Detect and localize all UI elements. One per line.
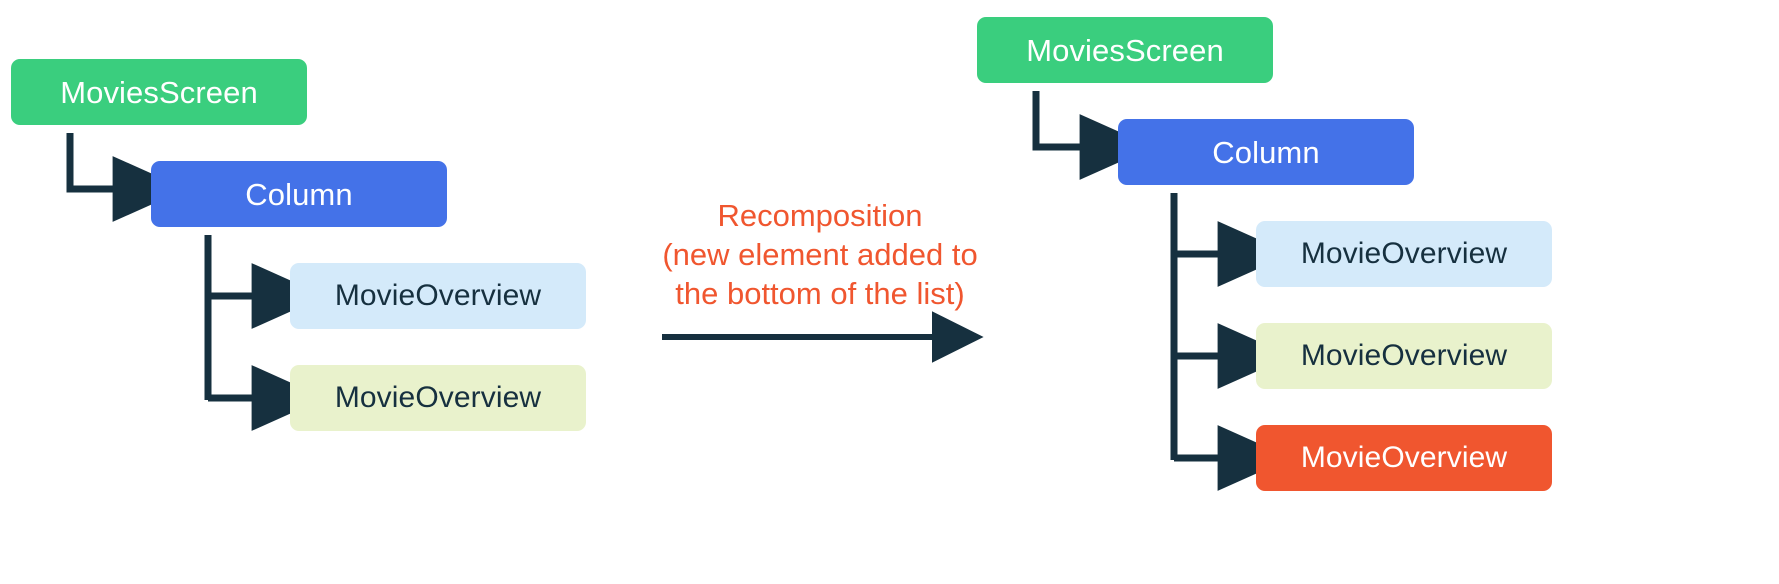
after-node-movie-overview-3-label: MovieOverview <box>1300 441 1508 474</box>
connector-left-screen-to-column <box>66 133 187 222</box>
before-node-column-label: Column <box>245 176 353 212</box>
after-node-column[interactable]: Column <box>1118 119 1414 185</box>
before-node-movie-overview-1-label: MovieOverview <box>334 279 542 312</box>
before-node-movie-overview-1[interactable]: MovieOverview <box>290 263 586 329</box>
recomposition-caption-line-1: Recomposition <box>717 198 923 233</box>
after-node-movies-screen-label: MoviesScreen <box>1026 32 1224 68</box>
after-node-movies-screen[interactable]: MoviesScreen <box>977 17 1273 83</box>
after-node-movie-overview-2-label: MovieOverview <box>1300 339 1508 372</box>
before-node-movies-screen[interactable]: MoviesScreen <box>11 59 307 125</box>
after-node-movie-overview-1-label: MovieOverview <box>1300 237 1508 270</box>
recomposition-caption-line-3: the bottom of the list) <box>675 276 965 311</box>
before-node-column[interactable]: Column <box>151 161 447 227</box>
before-node-movie-overview-2[interactable]: MovieOverview <box>290 365 586 431</box>
recomposition-caption-line-2: (new element added to <box>662 237 978 272</box>
connector-right-screen-to-column <box>1032 91 1154 180</box>
recomposition-caption: Recomposition (new element added to the … <box>639 196 1001 313</box>
after-node-movie-overview-2[interactable]: MovieOverview <box>1256 323 1552 389</box>
before-node-movie-overview-2-label: MovieOverview <box>334 381 542 414</box>
after-node-column-label: Column <box>1212 134 1320 170</box>
after-node-movie-overview-1[interactable]: MovieOverview <box>1256 221 1552 287</box>
after-node-movie-overview-3-new[interactable]: MovieOverview <box>1256 425 1552 491</box>
before-node-movies-screen-label: MoviesScreen <box>60 74 258 110</box>
